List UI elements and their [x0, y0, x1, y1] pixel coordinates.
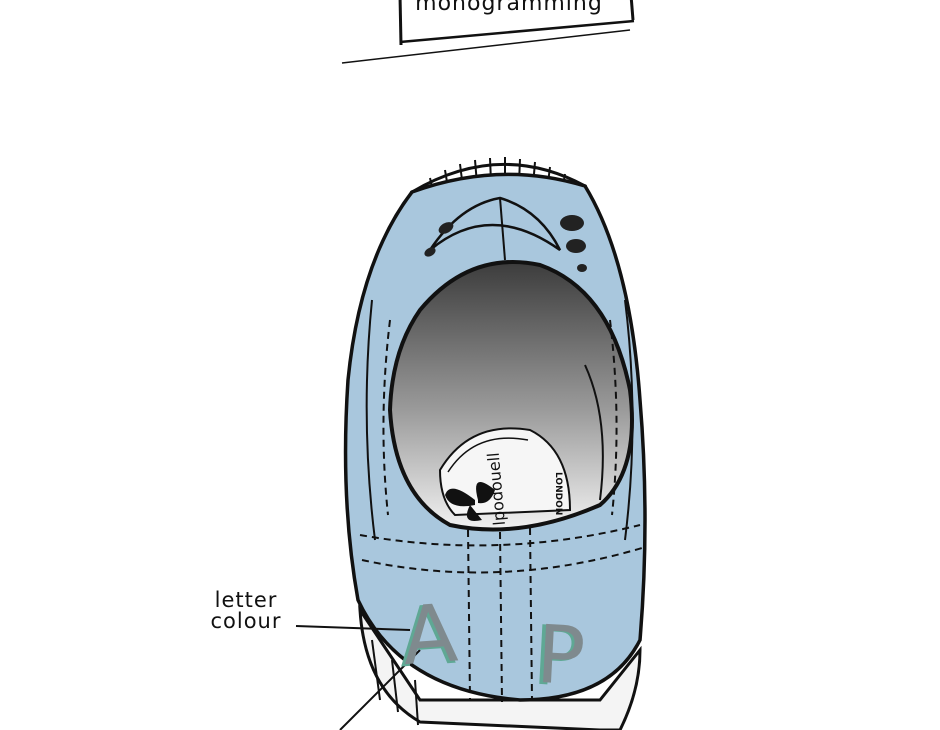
- butterfly-icon: [445, 482, 495, 521]
- callout-line-2: colour: [210, 609, 282, 633]
- banner-title: monogramming: [415, 0, 603, 16]
- monogram-letter-second-face: P: [534, 608, 587, 703]
- callout-line-1: letter: [214, 588, 278, 612]
- insole-brand-text: LONDON: [553, 472, 563, 515]
- heel-stitching: [359, 319, 643, 703]
- insole-logo: lpodouell: [484, 452, 509, 527]
- callout-leader: [295, 625, 421, 730]
- banner-sign: [341, 0, 635, 64]
- shoe-interior: [387, 260, 634, 532]
- monogram-letter-second: P: [530, 609, 584, 706]
- monogram-letter-first-face: A: [399, 587, 460, 684]
- monogram-letter-first: A: [395, 588, 458, 687]
- letter-colour-callout: letter colour: [196, 590, 296, 632]
